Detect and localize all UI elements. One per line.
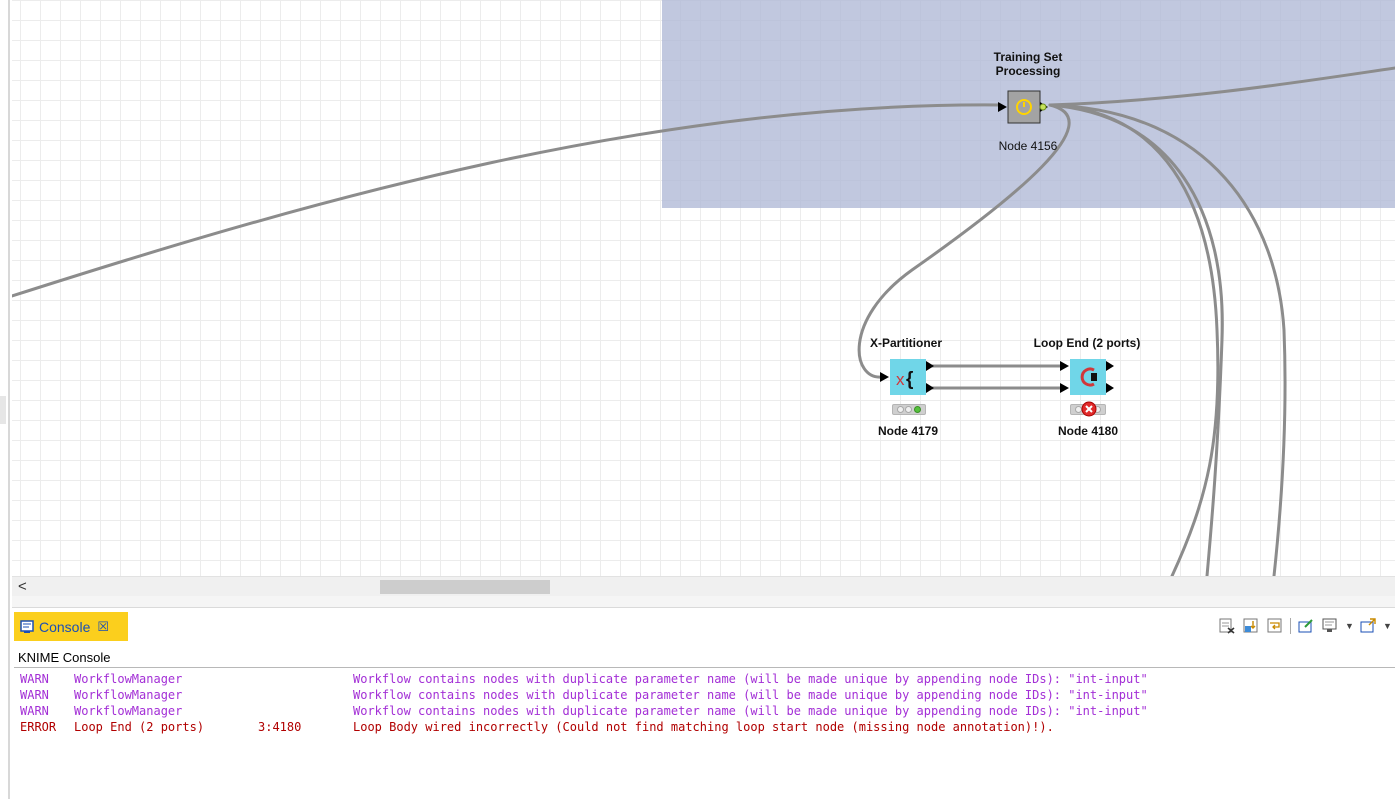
- log-level: WARN: [20, 704, 49, 718]
- console-toolbar: ▼ ▼: [1218, 615, 1392, 637]
- log-message: Workflow contains nodes with duplicate p…: [353, 688, 1148, 702]
- display-console-icon[interactable]: [1321, 617, 1339, 635]
- connection-left-to-training[interactable]: [12, 103, 1002, 298]
- log-level: WARN: [20, 688, 49, 702]
- log-row: ERROR Loop End (2 ports) 3:4180 Loop Bod…: [20, 719, 1390, 735]
- sash-handle[interactable]: [0, 396, 6, 424]
- chevron-down-icon[interactable]: ▼: [1345, 621, 1354, 631]
- console-title: KNIME Console: [18, 650, 111, 665]
- log-row: WARN WorkflowManager Workflow contains n…: [20, 671, 1390, 687]
- open-console-icon[interactable]: [1359, 617, 1377, 635]
- log-node: 3:4180: [258, 720, 302, 734]
- scroll-left-arrow-icon[interactable]: <: [18, 578, 27, 595]
- tab-console-label: Console: [39, 618, 91, 635]
- node-label-x-partitioner: X-Partitioner: [869, 336, 942, 350]
- svg-text:{: {: [906, 369, 913, 390]
- status-lamp-yellow: [905, 406, 913, 413]
- left-panel-edge: [0, 0, 10, 799]
- log-level: ERROR: [20, 720, 57, 734]
- connection-training-down-2[interactable]: [1048, 103, 1224, 576]
- node-id-loop-end: Node 4180: [1057, 424, 1119, 438]
- log-source: Loop End (2 ports): [74, 720, 205, 734]
- toolbar-separator: [1290, 618, 1291, 634]
- x-partitioner-icon[interactable]: x {: [878, 358, 934, 398]
- clear-console-icon[interactable]: [1218, 617, 1236, 635]
- tab-console[interactable]: Console ☒: [14, 612, 128, 641]
- log-message: Workflow contains nodes with duplicate p…: [353, 704, 1148, 718]
- scroll-lock-icon[interactable]: [1242, 617, 1260, 635]
- chevron-down-icon[interactable]: ▼: [1383, 621, 1392, 631]
- console-tabbar: Console ☒: [12, 609, 1395, 645]
- close-icon[interactable]: ☒: [97, 618, 110, 634]
- svg-text:x: x: [896, 370, 905, 389]
- node-label-loop-end: Loop End (2 ports): [1033, 336, 1141, 350]
- log-message: Loop Body wired incorrectly (Could not f…: [353, 720, 1054, 734]
- node-id-training-set: Node 4156: [998, 139, 1058, 153]
- connections-layer: [12, 66, 1395, 576]
- canvas-horizontal-scrollbar[interactable]: <: [12, 576, 1395, 596]
- console-title-divider: [14, 667, 1395, 668]
- connection-training-to-right[interactable]: [1048, 66, 1395, 107]
- console-icon: [20, 619, 34, 633]
- status-lamp-green: [914, 406, 922, 413]
- workflow-canvas[interactable]: Training Set Processing Node 4156 X-Part…: [12, 0, 1395, 576]
- error-icon: [1081, 401, 1097, 417]
- status-lamp-red: [896, 406, 904, 413]
- log-row: WARN WorkflowManager Workflow contains n…: [20, 703, 1390, 719]
- log-message: Workflow contains nodes with duplicate p…: [353, 672, 1148, 686]
- scroll-thumb[interactable]: [380, 580, 550, 594]
- log-level: WARN: [20, 672, 49, 686]
- pin-console-icon[interactable]: [1297, 617, 1315, 635]
- word-wrap-icon[interactable]: [1266, 617, 1284, 635]
- connection-training-down-3[interactable]: [1048, 103, 1287, 576]
- view-divider[interactable]: [12, 596, 1395, 608]
- metanode-icon[interactable]: [995, 90, 1049, 124]
- log-source: WorkflowManager: [74, 704, 183, 718]
- node-id-x-partitioner: Node 4179: [877, 424, 939, 438]
- node-status-x-partitioner: [892, 404, 926, 415]
- connection-training-to-xpartitioner[interactable]: [857, 103, 1071, 379]
- log-source: WorkflowManager: [74, 688, 183, 702]
- loop-end-icon[interactable]: [1058, 358, 1118, 398]
- node-label-training-set: Training Set Processing: [993, 50, 1063, 78]
- log-source: WorkflowManager: [74, 672, 183, 686]
- log-row: WARN WorkflowManager Workflow contains n…: [20, 687, 1390, 703]
- console-log[interactable]: WARN WorkflowManager Workflow contains n…: [20, 671, 1390, 735]
